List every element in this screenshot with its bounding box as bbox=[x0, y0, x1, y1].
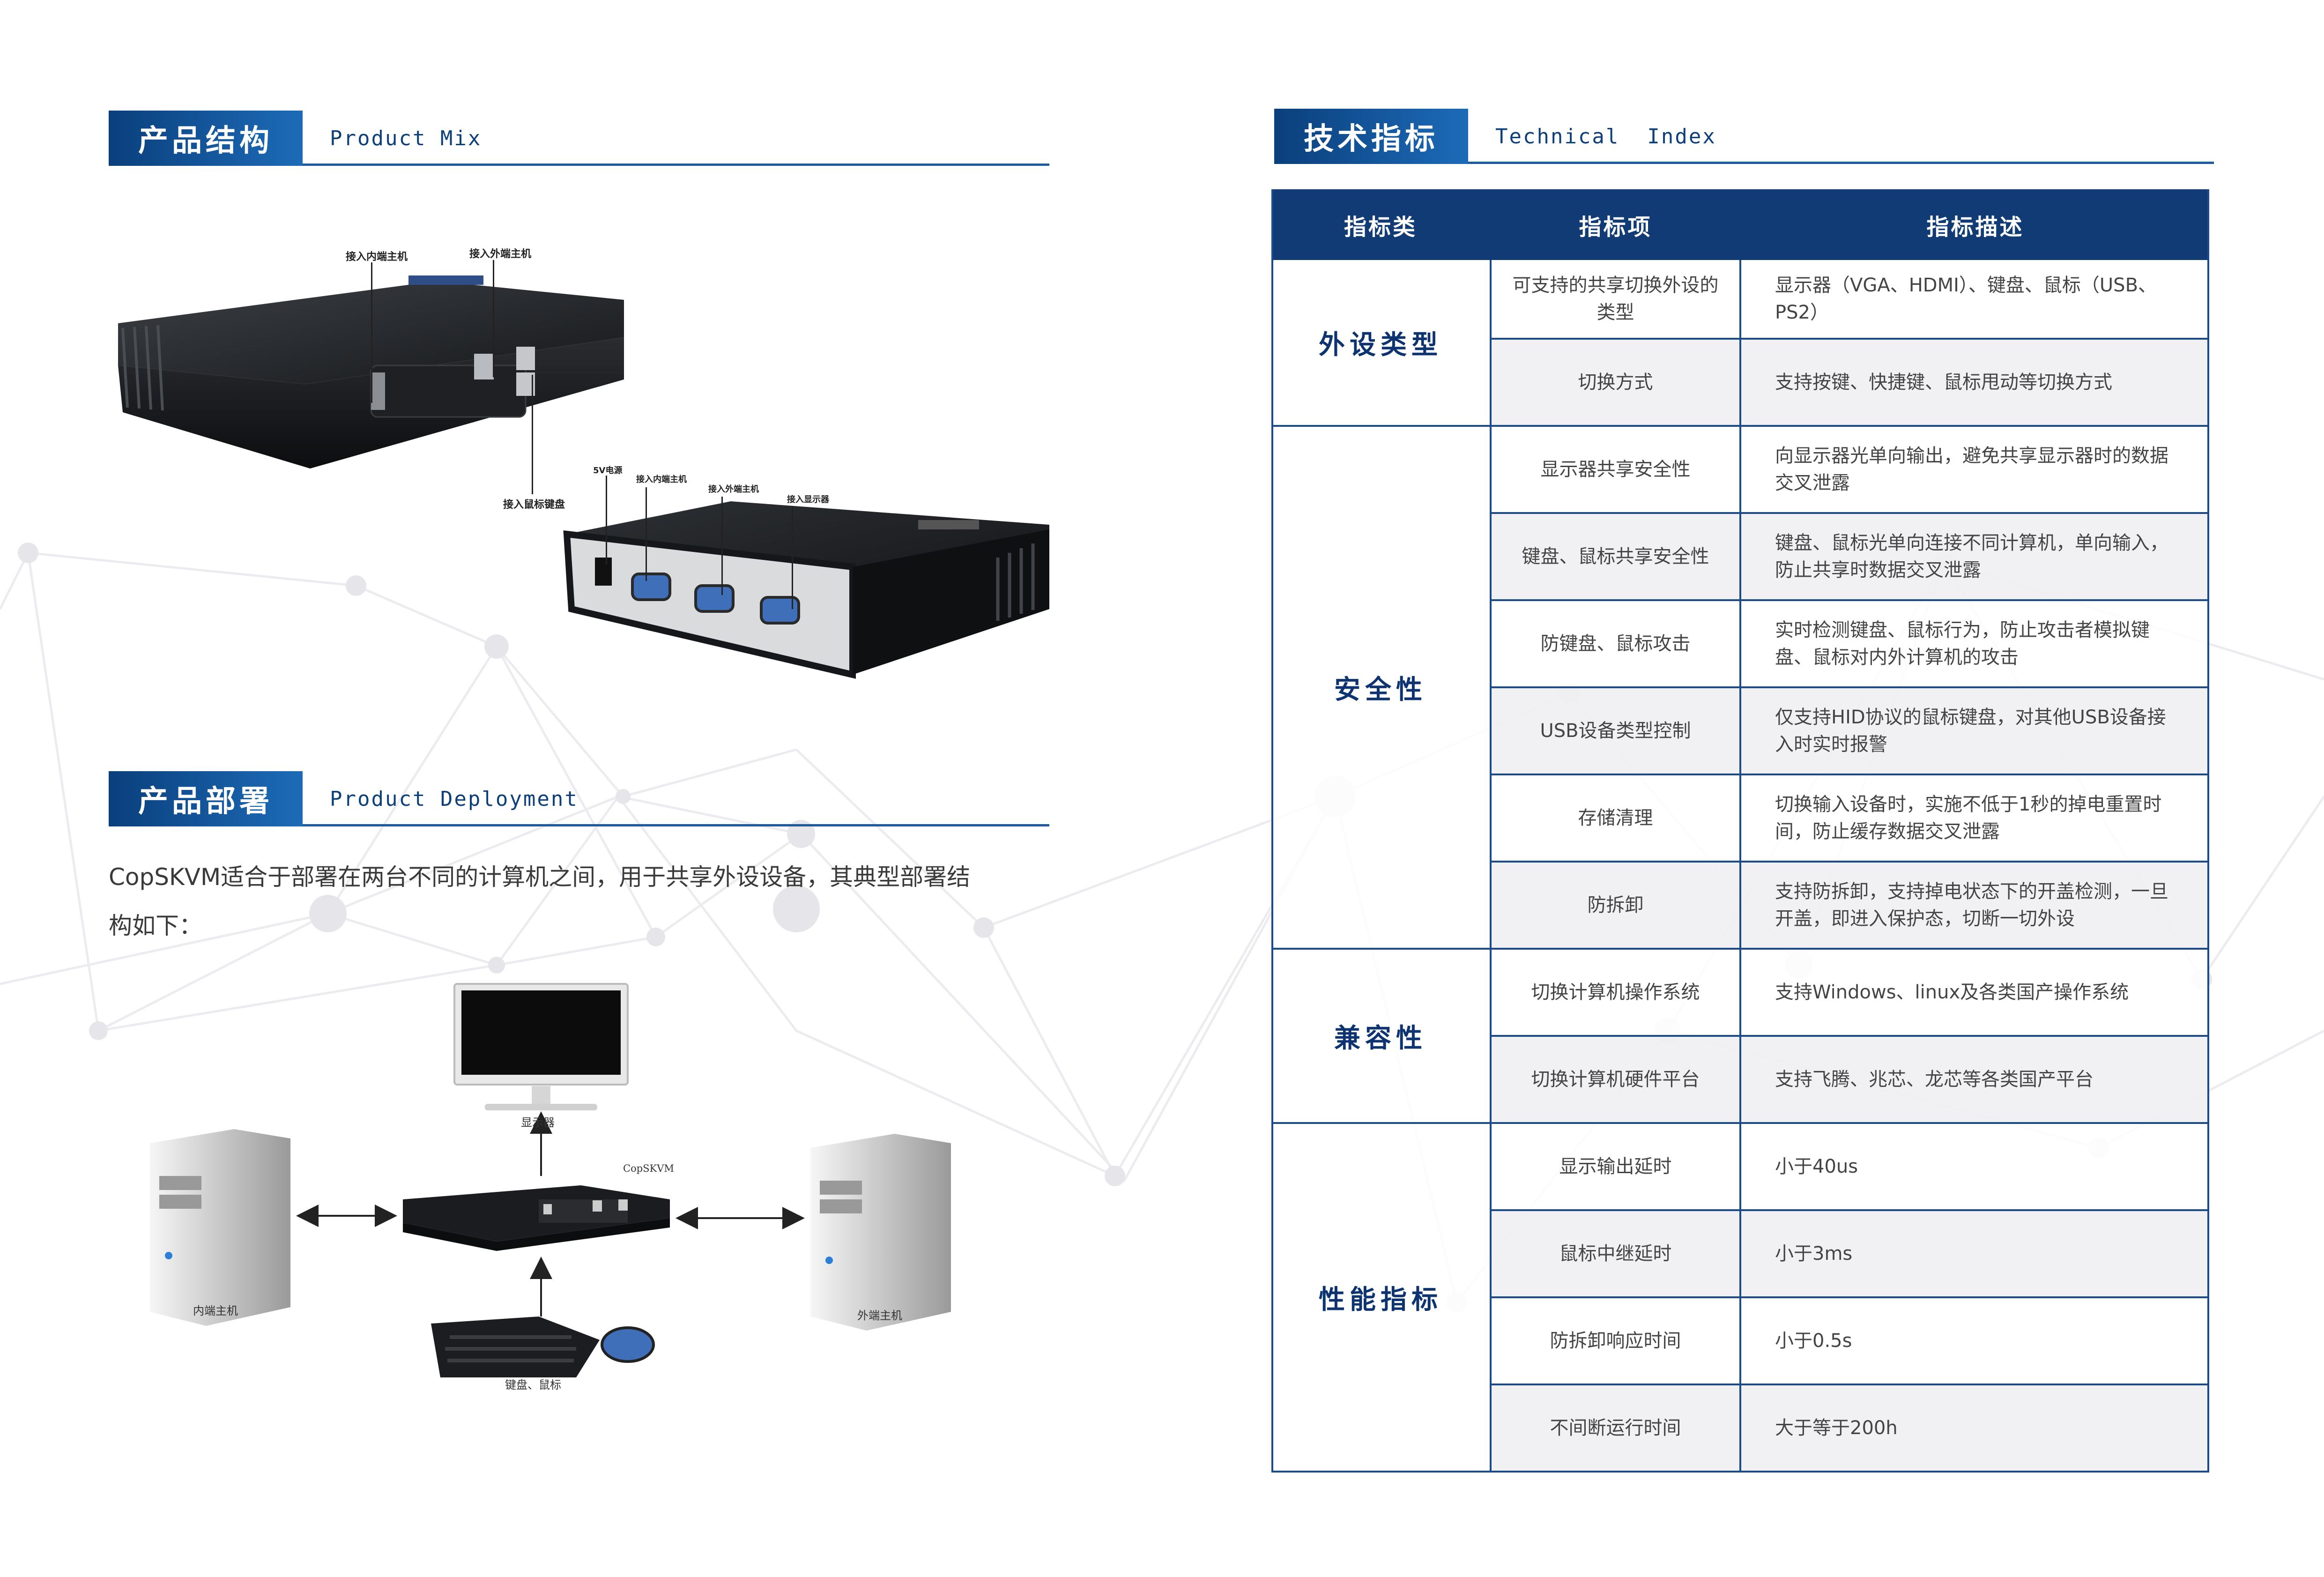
technical-index-title: 技术指标 bbox=[1274, 109, 1468, 164]
table-cell-item: 防拆卸响应时间 bbox=[1490, 1298, 1741, 1384]
technical-index-subtitle: Technical Index bbox=[1495, 124, 1716, 149]
table-cell-item: 鼠标中继延时 bbox=[1490, 1211, 1741, 1296]
table-cell-description: 向显示器光单向输出，避免共享显示器时的数据交叉泄露 bbox=[1741, 427, 2209, 512]
table-cell-item: 显示器共享安全性 bbox=[1490, 427, 1741, 512]
callout-rear-inner-host: 接入内端主机 bbox=[636, 475, 687, 484]
callout-leader bbox=[371, 262, 372, 403]
table-cell-item: 显示输出延时 bbox=[1490, 1124, 1741, 1209]
th-description: 指标描述 bbox=[1926, 214, 2024, 240]
table-row: 键盘、鼠标共享安全性键盘、鼠标光单向连接不同计算机，单向输入，防止共享时数据交叉… bbox=[1490, 514, 2209, 601]
th-item: 指标项 bbox=[1579, 214, 1652, 240]
table-cell-description: 键盘、鼠标光单向连接不同计算机，单向输入，防止共享时数据交叉泄露 bbox=[1741, 514, 2209, 599]
table-cell-description: 仅支持HID协议的鼠标键盘，对其他USB设备接入时实时报警 bbox=[1741, 688, 2209, 774]
table-frame-left bbox=[1271, 189, 1273, 1473]
table-cell-description: 支持飞腾、兆芯、龙芯等各类国产平台 bbox=[1741, 1037, 2209, 1122]
table-cell-description: 小于3ms bbox=[1741, 1211, 2209, 1296]
table-cell-item: 防键盘、鼠标攻击 bbox=[1490, 601, 1741, 686]
device-front-image bbox=[118, 275, 624, 469]
table-cell-item: 键盘、鼠标共享安全性 bbox=[1490, 514, 1741, 599]
diagram-monitor-label: 显示器 bbox=[521, 1116, 555, 1129]
header-rule bbox=[1468, 162, 2214, 164]
table-cell-item: 切换计算机硬件平台 bbox=[1490, 1037, 1741, 1122]
product-deployment-header: 产品部署 Product Deployment bbox=[109, 771, 1049, 826]
callout-mouse-keyboard: 接入鼠标键盘 bbox=[503, 499, 565, 511]
table-row: 显示输出延时小于40us bbox=[1490, 1124, 2209, 1211]
callout-leader bbox=[532, 375, 533, 494]
table-row: 可支持的共享切换外设的类型显示器（VGA、HDMI）、键盘、鼠标（USB、PS2… bbox=[1490, 260, 2209, 340]
table-cell-category: 外设类型 bbox=[1271, 260, 1490, 427]
callout-leader bbox=[606, 476, 607, 565]
table-row: 存储清理切换输入设备时，实施不低于1秒的掉电重置时间，防止缓存数据交叉泄露 bbox=[1490, 775, 2209, 863]
callout-leader bbox=[721, 497, 723, 595]
table-cell-category: 兼容性 bbox=[1271, 950, 1490, 1124]
callout-power: 5V电源 bbox=[593, 466, 623, 476]
table-cell-item: 可支持的共享切换外设的类型 bbox=[1490, 260, 1741, 338]
header-rule bbox=[303, 824, 1049, 826]
table-cell-item: 存储清理 bbox=[1490, 775, 1741, 861]
product-mix-subtitle: Product Mix bbox=[330, 126, 482, 150]
th-category: 指标类 bbox=[1344, 214, 1417, 240]
table-cell-description: 实时检测键盘、鼠标行为，防止攻击者模拟键盘、鼠标对内外计算机的攻击 bbox=[1741, 601, 2209, 686]
table-cell-description: 小于0.5s bbox=[1741, 1298, 2209, 1384]
table-cell-description: 大于等于200h bbox=[1741, 1385, 2209, 1471]
table-cell-description: 支持Windows、linux及各类国产操作系统 bbox=[1741, 950, 2209, 1035]
table-cell-item: 切换方式 bbox=[1490, 340, 1741, 425]
table-cell-category: 安全性 bbox=[1271, 427, 1490, 950]
product-mix-header: 产品结构 Product Mix bbox=[109, 111, 1049, 166]
header-rule bbox=[303, 164, 1049, 166]
callout-display: 接入显示器 bbox=[787, 495, 829, 505]
table-cell-category: 性能指标 bbox=[1271, 1124, 1490, 1473]
device-rear-image bbox=[563, 501, 1049, 679]
table-row: 防拆卸支持防拆卸，支持掉电状态下的开盖检测，一旦开盖，即进入保护态，切断一切外设 bbox=[1490, 863, 2209, 950]
table-row: 鼠标中继延时小于3ms bbox=[1490, 1211, 2209, 1298]
diagram-peripherals-label: 键盘、鼠标 bbox=[505, 1378, 561, 1391]
table-row: 防键盘、鼠标攻击实时检测键盘、鼠标行为，防止攻击者模拟键盘、鼠标对内外计算机的攻… bbox=[1490, 601, 2209, 688]
table-header: 指标类 指标项 指标描述 bbox=[1271, 189, 2209, 260]
table-row: 切换计算机硬件平台支持飞腾、兆芯、龙芯等各类国产平台 bbox=[1490, 1037, 2209, 1124]
diagram-outer-host-label: 外端主机 bbox=[857, 1309, 902, 1322]
table-cell-item: 不间断运行时间 bbox=[1490, 1385, 1741, 1471]
table-row: USB设备类型控制仅支持HID协议的鼠标键盘，对其他USB设备接入时实时报警 bbox=[1490, 688, 2209, 775]
table-cell-description: 切换输入设备时，实施不低于1秒的掉电重置时间，防止缓存数据交叉泄露 bbox=[1741, 775, 2209, 861]
table-cell-item: USB设备类型控制 bbox=[1490, 688, 1741, 774]
table-cell-item: 切换计算机操作系统 bbox=[1490, 950, 1741, 1035]
table-frame-right bbox=[2207, 189, 2209, 1473]
table-cell-description: 支持防拆卸，支持掉电状态下的开盖检测，一旦开盖，即进入保护态，切断一切外设 bbox=[1741, 863, 2209, 948]
table-cell-description: 小于40us bbox=[1741, 1124, 2209, 1209]
table-row: 切换方式支持按键、快捷键、鼠标甩动等切换方式 bbox=[1490, 340, 2209, 427]
technical-index-header: 技术指标 Technical Index bbox=[1274, 109, 2214, 164]
diagram-device-label: CopSKVM bbox=[623, 1163, 674, 1174]
callout-leader bbox=[646, 487, 647, 581]
callout-leader bbox=[493, 260, 494, 377]
table-cell-item: 防拆卸 bbox=[1490, 863, 1741, 948]
product-deployment-title: 产品部署 bbox=[109, 771, 303, 826]
table-row: 切换计算机操作系统支持Windows、linux及各类国产操作系统 bbox=[1490, 950, 2209, 1037]
table-row: 不间断运行时间大于等于200h bbox=[1490, 1385, 2209, 1473]
callout-outer-host: 接入外端主机 bbox=[469, 248, 532, 260]
deployment-diagram bbox=[150, 983, 951, 1377]
product-mix-title: 产品结构 bbox=[109, 111, 303, 166]
diagram-inner-host-label: 内端主机 bbox=[193, 1304, 238, 1317]
table-row: 防拆卸响应时间小于0.5s bbox=[1490, 1298, 2209, 1385]
deployment-intro-text: CopSKVM适合于部署在两台不同的计算机之间，用于共享外设设备，其典型部署结构… bbox=[109, 863, 971, 939]
table-row: 显示器共享安全性向显示器光单向输出，避免共享显示器时的数据交叉泄露 bbox=[1490, 427, 2209, 514]
table-cell-description: 支持按键、快捷键、鼠标甩动等切换方式 bbox=[1741, 340, 2209, 425]
callout-rear-outer-host: 接入外端主机 bbox=[708, 484, 759, 494]
callout-inner-host: 接入内端主机 bbox=[346, 251, 408, 263]
table-cell-description: 显示器（VGA、HDMI）、键盘、鼠标（USB、PS2） bbox=[1741, 260, 2209, 338]
product-deployment-subtitle: Product Deployment bbox=[330, 787, 579, 811]
callout-leader bbox=[792, 506, 793, 609]
